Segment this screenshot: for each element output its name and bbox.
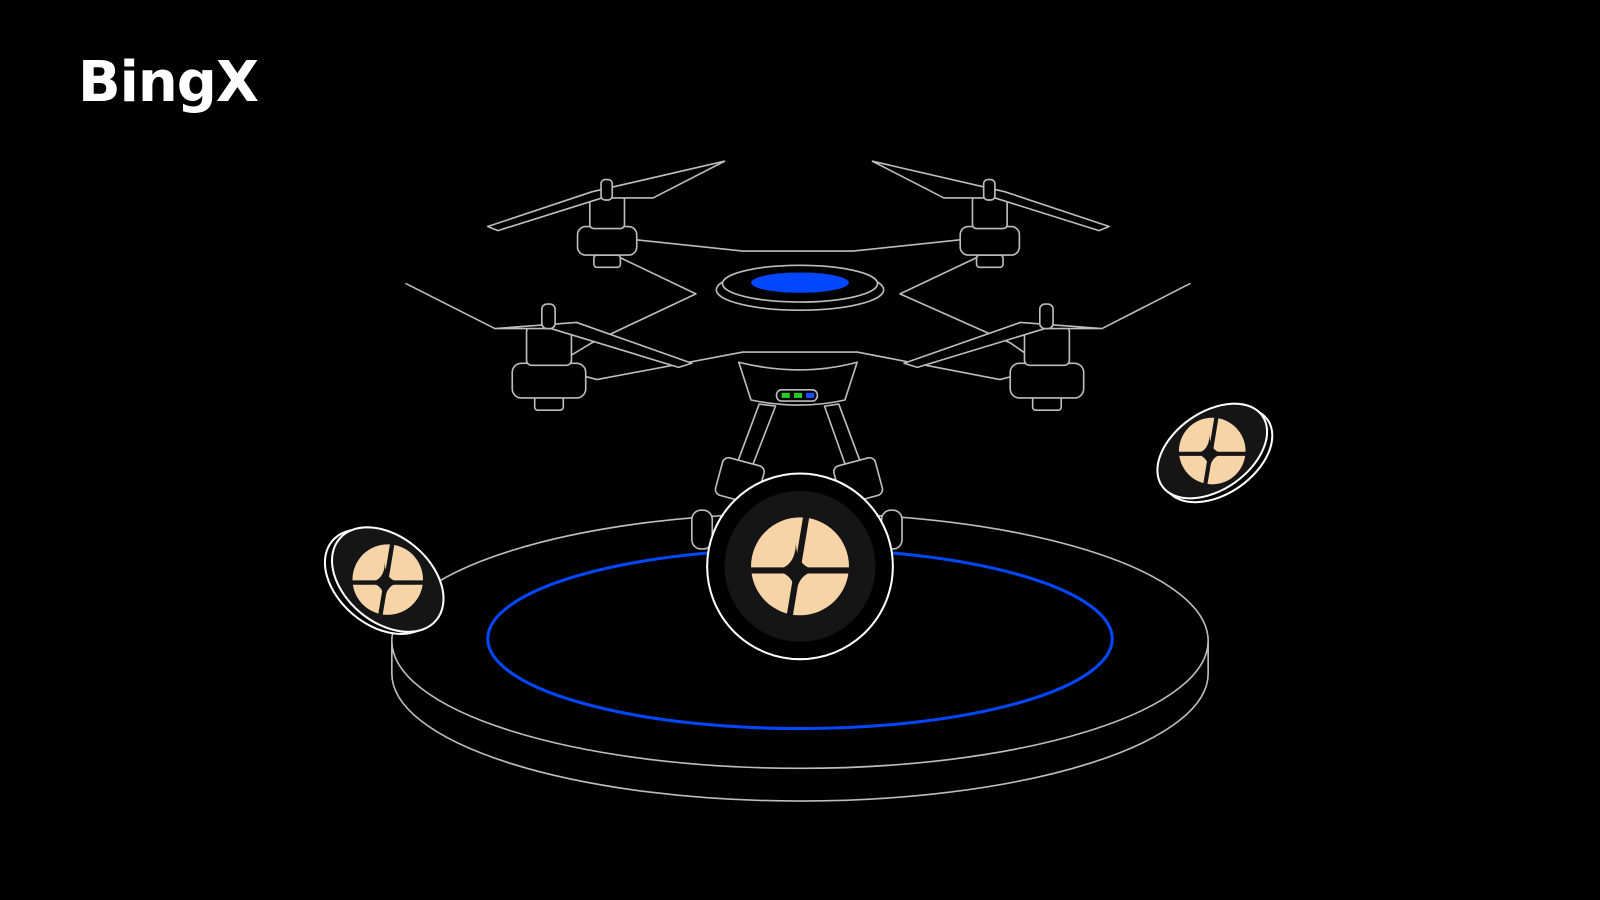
rotor-front-right bbox=[903, 282, 1191, 412]
led-green bbox=[793, 392, 803, 398]
rotor-back-left bbox=[486, 160, 726, 269]
rotors bbox=[405, 160, 1191, 412]
center-coin bbox=[706, 472, 894, 661]
blue-light bbox=[751, 272, 849, 293]
rotor-back-right bbox=[871, 160, 1110, 269]
led-blue bbox=[806, 392, 815, 398]
led-green bbox=[781, 392, 790, 398]
bingx-logo: BingX bbox=[78, 50, 259, 115]
rotor-front-left bbox=[405, 282, 693, 412]
floating-coin-right bbox=[1156, 402, 1274, 504]
drone-body bbox=[550, 235, 1047, 550]
floating-coin-left bbox=[323, 526, 445, 635]
